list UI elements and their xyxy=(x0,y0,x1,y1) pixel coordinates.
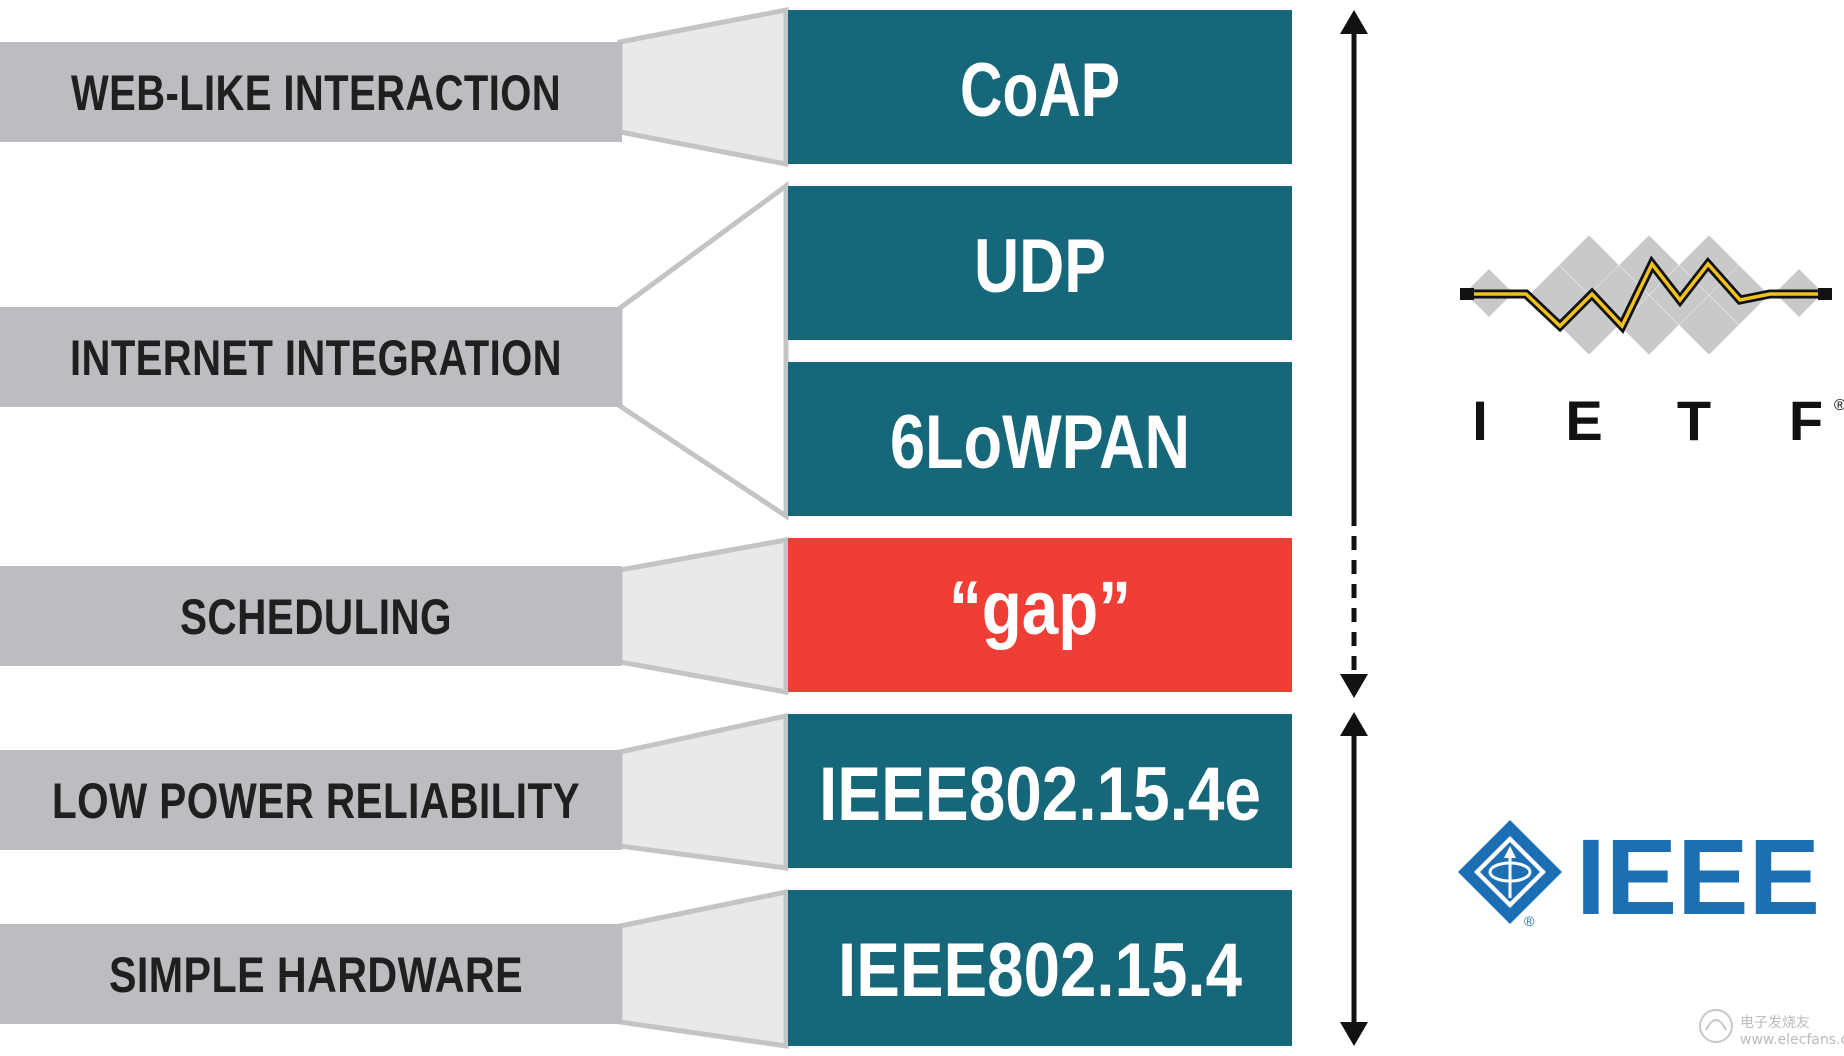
label-low-power-reliability-text: LOW POWER RELIABILITY xyxy=(52,773,580,829)
protocol-layers: CoAP UDP 6LoWPAN “gap” IEEE802.15.4e IEE… xyxy=(788,10,1292,1046)
ietf-letter-e: E xyxy=(1565,389,1602,452)
connector-simple-hardware xyxy=(617,888,789,1049)
ieee-logo: IEEE ® xyxy=(1458,816,1820,937)
watermark: 电子发烧友 www.elecfans.com xyxy=(1699,1009,1844,1048)
connector-internet-integration xyxy=(617,181,789,521)
connector-scheduling xyxy=(617,537,789,695)
ieee-scope-arrow xyxy=(1340,712,1368,1046)
layer-ieee802154: IEEE802.15.4 xyxy=(788,890,1292,1046)
layer-coap: CoAP xyxy=(788,10,1292,164)
label-scheduling-text: SCHEDULING xyxy=(180,589,452,645)
connectors xyxy=(617,6,789,1049)
label-simple-hardware: SIMPLE HARDWARE xyxy=(0,924,622,1024)
layer-ieee802154e-text: IEEE802.15.4e xyxy=(819,752,1261,837)
label-web-like-interaction: WEB-LIKE INTERACTION xyxy=(0,42,622,142)
label-internet-integration: INTERNET INTEGRATION xyxy=(0,307,622,407)
layer-6lowpan-text: 6LoWPAN xyxy=(890,400,1190,485)
layer-gap: “gap” xyxy=(788,538,1292,692)
label-scheduling: SCHEDULING xyxy=(0,566,622,666)
ietf-wordmark: I E T F ® xyxy=(1472,389,1844,452)
watermark-line2: www.elecfans.com xyxy=(1740,1032,1844,1048)
ietf-letter-f: F xyxy=(1789,389,1823,452)
layer-ieee802154e: IEEE802.15.4e xyxy=(788,714,1292,868)
connector-web-like-interaction xyxy=(617,6,789,168)
label-internet-integration-text: INTERNET INTEGRATION xyxy=(70,330,562,386)
ietf-letter-i: I xyxy=(1472,389,1488,452)
watermark-logo-icon xyxy=(1699,1009,1733,1043)
label-bands: WEB-LIKE INTERACTION INTERNET INTEGRATIO… xyxy=(0,42,622,1024)
label-low-power-reliability: LOW POWER RELIABILITY xyxy=(0,750,622,850)
layer-udp-text: UDP xyxy=(974,224,1106,309)
ietf-wave-line-icon xyxy=(1460,255,1832,334)
connector-low-power-reliability xyxy=(617,712,789,871)
ieee-registered-mark: ® xyxy=(1524,913,1535,929)
label-simple-hardware-text: SIMPLE HARDWARE xyxy=(109,947,523,1003)
ietf-logo: I E T F ® xyxy=(1460,235,1844,452)
ietf-letter-t: T xyxy=(1677,389,1711,452)
layer-coap-text: CoAP xyxy=(960,48,1120,133)
ietf-registered-mark: ® xyxy=(1834,397,1844,414)
ietf-scope-arrow xyxy=(1340,10,1368,698)
layer-6lowpan: 6LoWPAN xyxy=(788,362,1292,516)
watermark-line1: 电子发烧友 xyxy=(1740,1015,1810,1031)
ieee-diamond-emblem-icon xyxy=(1458,820,1562,924)
scope-arrows xyxy=(1340,10,1368,1046)
ieee-wordmark: IEEE xyxy=(1576,816,1820,937)
layer-udp: UDP xyxy=(788,186,1292,340)
layer-ieee802154-text: IEEE802.15.4 xyxy=(838,928,1242,1013)
layer-gap-text: “gap” xyxy=(949,566,1131,651)
label-web-like-interaction-text: WEB-LIKE INTERACTION xyxy=(71,65,561,121)
